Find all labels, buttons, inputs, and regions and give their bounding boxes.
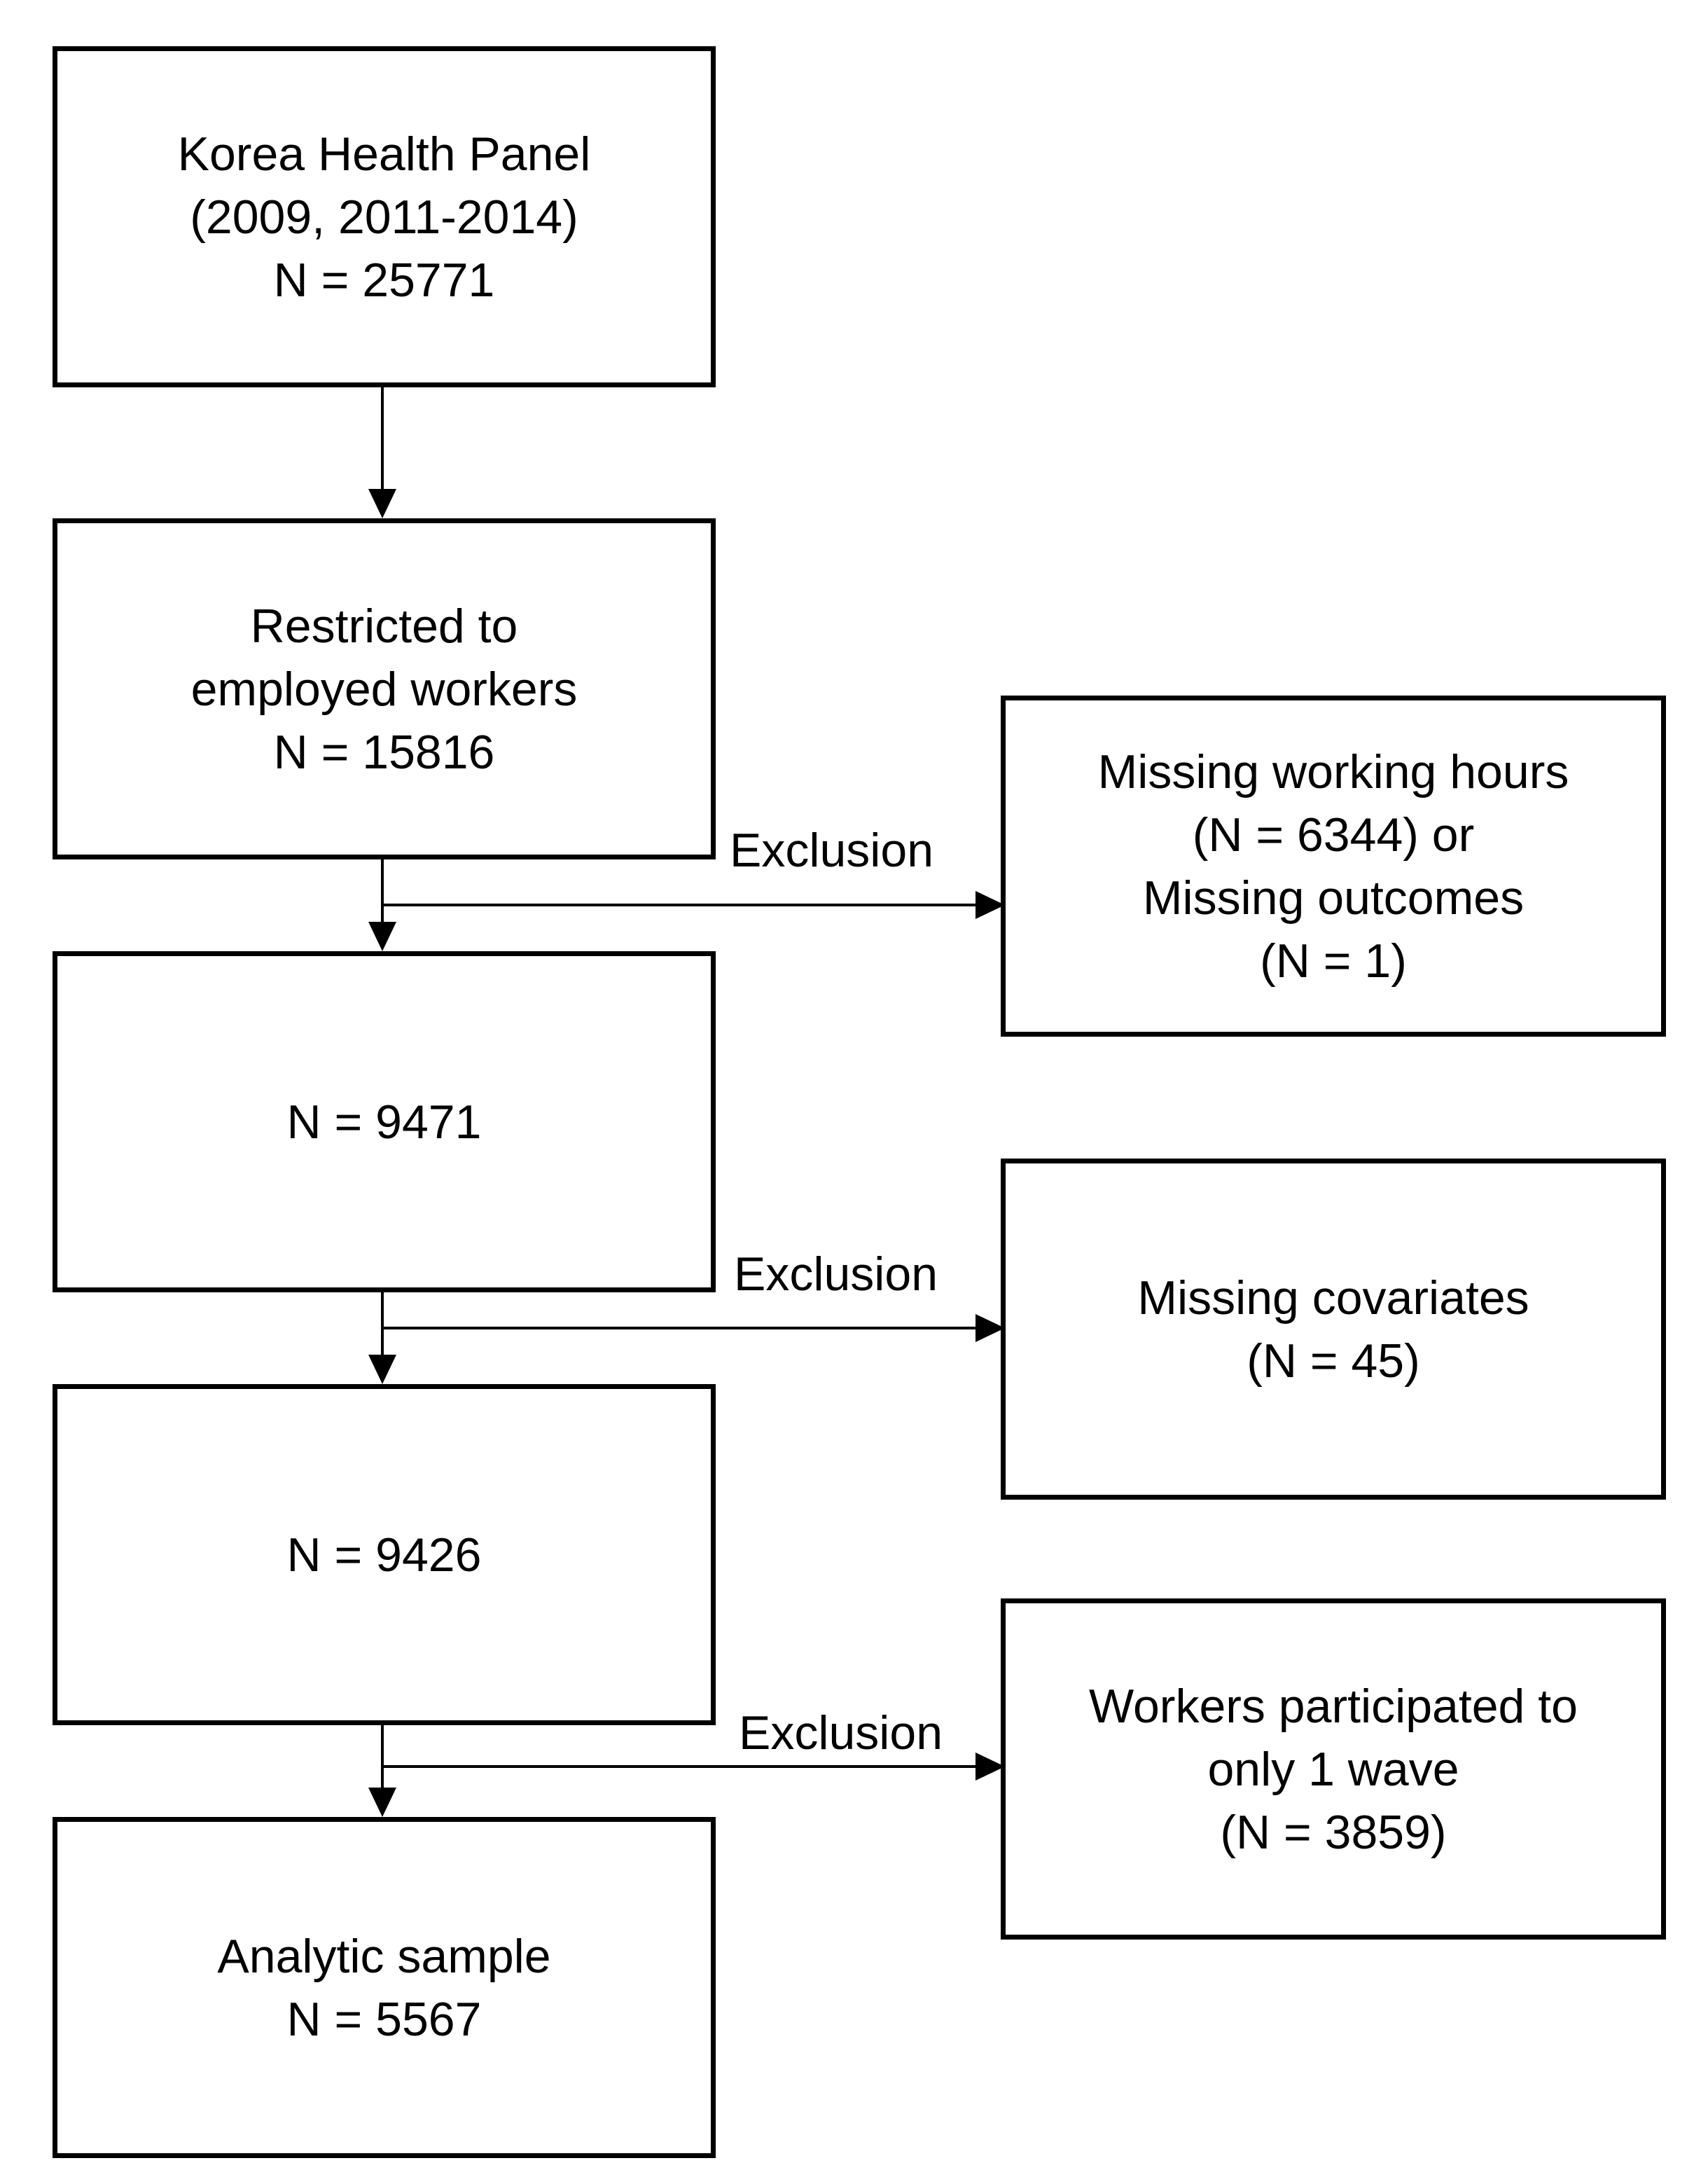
ex3-line-3: (N = 3859) [1220, 1805, 1447, 1859]
box1-line-1: Korea Health Panel [177, 127, 591, 181]
box-korea-health-panel: Korea Health Panel (2009, 2011-2014) N =… [53, 46, 716, 387]
ex1-line-2: (N = 6344) or [1192, 808, 1475, 862]
exclusion-label-3: Exclusion [739, 1706, 943, 1760]
exclusion-label-1: Exclusion [730, 824, 934, 877]
ex1-line-4: (N = 1) [1260, 934, 1407, 988]
arrowhead-box4 [368, 1355, 396, 1384]
box2-line-1: Restricted to [250, 599, 518, 653]
box1-line-2: (2009, 2011-2014) [190, 190, 578, 244]
arrowhead-exclusion-2 [975, 1314, 1005, 1342]
exclusion-label-2: Exclusion [734, 1248, 938, 1301]
box-n-9426: N = 9426 [53, 1384, 716, 1725]
box1-line-3: N = 25771 [273, 253, 495, 307]
box-n-9471: N = 9471 [53, 951, 716, 1292]
ex3-line-2: only 1 wave [1207, 1742, 1459, 1796]
box-exclusion-one-wave: Workers participated to only 1 wave (N =… [1001, 1598, 1666, 1940]
arrowhead-box3 [368, 922, 396, 951]
box3-line-1: N = 9471 [286, 1095, 482, 1149]
arrowhead-box2 [368, 489, 396, 518]
box-exclusion-missing-covariates: Missing covariates (N = 45) [1001, 1159, 1666, 1500]
box-employed-workers: Restricted to employed workers N = 15816 [53, 518, 716, 859]
ex1-line-1: Missing working hours [1097, 745, 1569, 799]
box4-line-1: N = 9426 [286, 1528, 482, 1582]
box2-line-3: N = 15816 [273, 725, 495, 779]
box5-line-1: Analytic sample [217, 1929, 551, 1983]
box-exclusion-missing-hours: Missing working hours (N = 6344) or Miss… [1001, 696, 1666, 1037]
box2-line-2: employed workers [190, 662, 578, 716]
arrowhead-box5 [368, 1788, 396, 1817]
box-analytic-sample: Analytic sample N = 5567 [53, 1817, 716, 2158]
ex2-line-1: Missing covariates [1137, 1271, 1529, 1325]
ex3-line-1: Workers participated to [1089, 1679, 1578, 1733]
arrowhead-exclusion-1 [975, 891, 1005, 919]
ex2-line-2: (N = 45) [1247, 1334, 1420, 1388]
arrowhead-exclusion-3 [975, 1753, 1005, 1781]
ex1-line-3: Missing outcomes [1142, 871, 1525, 925]
box5-line-2: N = 5567 [286, 1992, 482, 2046]
